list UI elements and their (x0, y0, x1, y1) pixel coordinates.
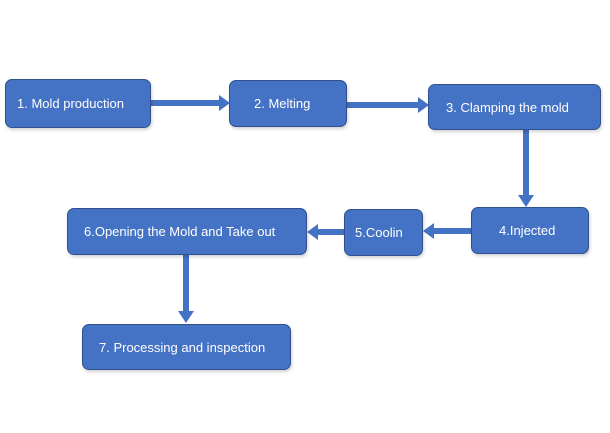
arrow-1-to-2 (150, 95, 230, 111)
arrow-2-to-3 (346, 97, 429, 113)
step-mold-production: 1. Mold production (5, 79, 151, 128)
step-label: 1. Mold production (17, 96, 124, 111)
arrow-6-to-7 (178, 254, 194, 323)
step-label: 5.Coolin (355, 225, 403, 240)
step-label: 2. Melting (254, 96, 311, 111)
step-label: 7. Processing and inspection (99, 339, 266, 355)
arrow-3-to-4 (518, 129, 534, 207)
step-melting: 2. Melting (229, 80, 347, 127)
step-opening-the-mold-and-take-out: 6.Opening the Mold and Take out (67, 208, 307, 255)
step-label: 4.Injected (499, 223, 556, 238)
step-injected: 4.Injected (471, 207, 589, 254)
step-cooling: 5.Coolin (344, 209, 423, 256)
step-label: 6.Opening the Mold and Take out (84, 224, 276, 239)
step-processing-and-inspection: 7. Processing and inspection (82, 324, 291, 370)
arrow-4-to-5 (423, 223, 472, 239)
step-label: 3. Clamping the mold (446, 99, 569, 115)
arrow-5-to-6 (307, 224, 345, 240)
step-clamping-the-mold: 3. Clamping the mold (428, 84, 601, 130)
